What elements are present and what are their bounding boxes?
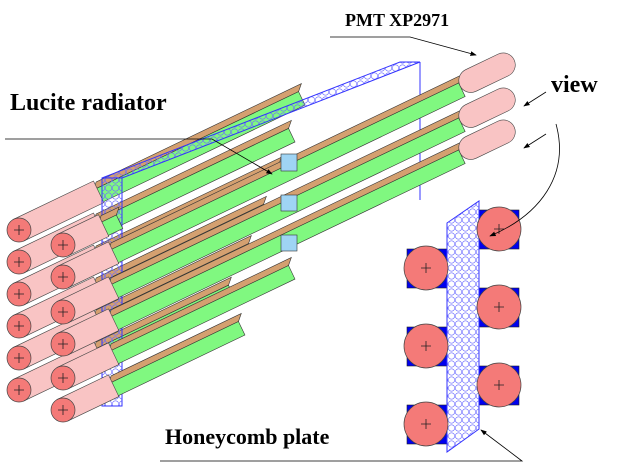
- plus-icon: [58, 240, 68, 250]
- plus-icon: [14, 353, 24, 363]
- pmt-window: [6, 377, 32, 403]
- radiator-module: [57, 312, 246, 422]
- pmt-window: [50, 331, 76, 357]
- view-arrow: [523, 133, 547, 149]
- end-view: [403, 200, 522, 453]
- spacer-block: [280, 194, 298, 212]
- pmt-window: [6, 313, 32, 339]
- pmt-window: [476, 206, 522, 252]
- plus-icon: [14, 257, 24, 267]
- plus-icon: [58, 339, 68, 349]
- honeycomb-plate-end-view: [446, 200, 480, 453]
- pmt-window: [50, 232, 76, 258]
- lucite-radiator-label: Lucite radiator: [10, 90, 167, 116]
- pmt-window: [6, 281, 32, 307]
- spacer-block: [280, 234, 298, 252]
- plus-icon: [14, 385, 24, 395]
- view-arrow: [523, 91, 547, 107]
- plus-icon: [421, 341, 431, 351]
- pmt-tube: [458, 52, 516, 93]
- pmt-window: [403, 401, 449, 447]
- pmt-window: [403, 323, 449, 369]
- pmt-window: [6, 217, 32, 243]
- plus-icon: [494, 302, 504, 312]
- pmt-window: [50, 299, 76, 325]
- plus-icon: [58, 373, 68, 383]
- front-radiator-row-group: [50, 52, 516, 423]
- plus-icon: [58, 405, 68, 415]
- pmt-tube: [458, 87, 516, 128]
- pmt-window: [403, 245, 449, 291]
- pmt-window: [6, 249, 32, 275]
- honeycomb-leader-line: [160, 429, 524, 462]
- pmt-window: [476, 284, 522, 330]
- plus-icon: [14, 321, 24, 331]
- plus-icon: [14, 289, 24, 299]
- plus-icon: [421, 263, 431, 273]
- radiator-leader-line: [5, 138, 273, 175]
- view-curved-arrow: [489, 123, 560, 237]
- pmt-window: [50, 397, 76, 423]
- plus-icon: [421, 419, 431, 429]
- plus-icon: [494, 380, 504, 390]
- pmt-label: PMT XP2971: [345, 10, 449, 30]
- plus-icon: [58, 307, 68, 317]
- honeycomb-plate-label: Honeycomb plate: [165, 424, 330, 449]
- spacer-blocks: [280, 153, 298, 252]
- pmt-leader-line: [330, 36, 477, 56]
- spacer-block: [280, 153, 298, 172]
- plus-icon: [58, 272, 68, 282]
- pmt-window: [50, 365, 76, 391]
- pmt-window: [50, 264, 76, 290]
- plus-icon: [14, 225, 24, 235]
- pmt-window: [6, 345, 32, 371]
- pmt-window: [476, 362, 522, 408]
- pmt-tube: [458, 119, 516, 160]
- view-label: view: [551, 72, 598, 98]
